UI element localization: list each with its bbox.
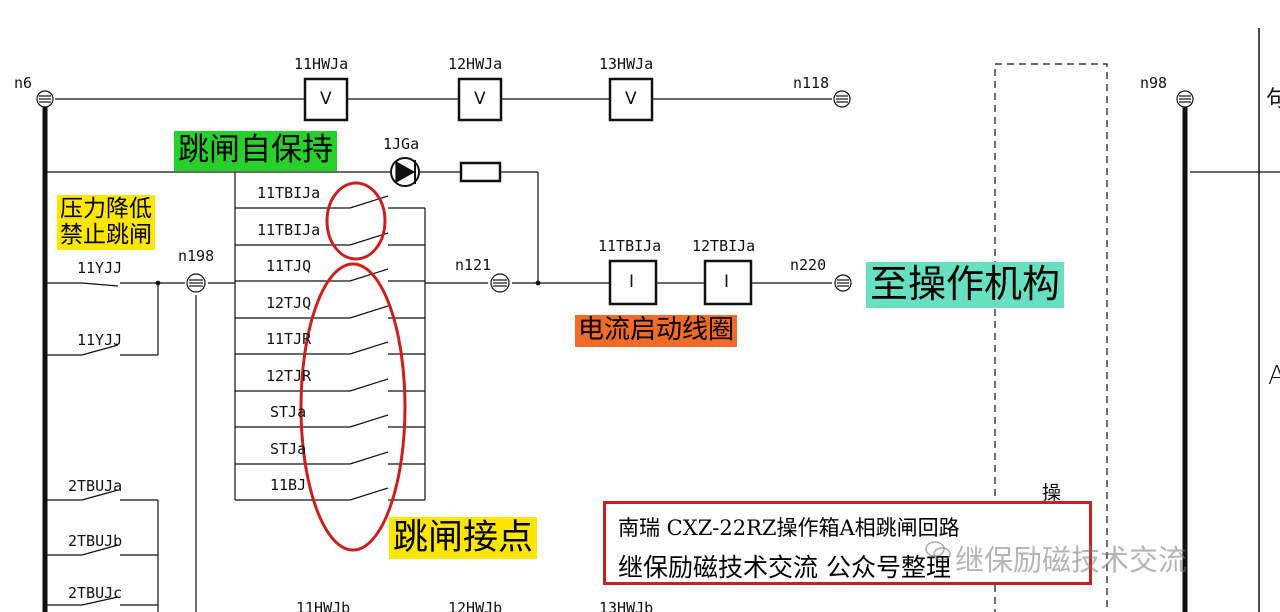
ladder-contact-label: 12TJR	[266, 367, 312, 385]
ladder-contact	[349, 487, 389, 501]
coil-symbol-v: V	[625, 89, 637, 109]
contact-label-11yjj-2: 11YJJ	[77, 331, 123, 349]
ladder-contact	[349, 451, 389, 465]
node-n220: n220	[790, 256, 827, 274]
relay-label-13hwjb: 13HWJb	[599, 599, 654, 612]
node-n98: n98	[1140, 74, 1168, 92]
ladder-contact	[349, 414, 389, 428]
coil-symbol-v: V	[320, 89, 332, 109]
caption-box: 南瑞 CXZ-22RZ操作箱A相跳闸回路 继保励磁技术交流 公众号整理	[603, 501, 1092, 585]
relay-coil-13hwja	[608, 77, 654, 122]
to-mechanism-annotation: 至操作机构	[866, 262, 1065, 308]
trip-coil-label-2: 12TBIJa	[692, 237, 756, 255]
pressure-low-line2: 禁止跳闸	[60, 222, 152, 249]
contact-label-2tbujc: 2TBUJc	[68, 584, 123, 602]
ladder-contact	[349, 305, 389, 319]
relay-label-12hwjb: 12HWJb	[448, 599, 503, 612]
trip-contacts-highlight	[299, 262, 407, 552]
ladder-contact-label: 12TJQ	[266, 294, 312, 312]
ladder-contact	[349, 341, 389, 355]
caption-credit: 继保励磁技术交流 公众号整理	[618, 553, 951, 582]
trip-contacts-annotation: 跳闸接点	[389, 517, 538, 560]
trip-contacts-text: 跳闸接点	[393, 518, 534, 558]
right-glyph-cao: 操	[1042, 482, 1062, 504]
pressure-low-line1: 压力降低	[60, 196, 152, 222]
current-coil-annotation: 电流启动线圈	[575, 315, 738, 347]
ladder-contact	[349, 268, 389, 282]
ladder-contact-label: 11TBIJa	[257, 184, 321, 202]
self-hold-text: 跳闸自保持	[178, 132, 333, 168]
watermark-text: 继保励磁技术交流	[955, 543, 1188, 577]
right-glyph-top: 句	[1266, 87, 1280, 112]
ladder-contact-label: 11TJR	[266, 330, 312, 348]
lamp-1jga	[390, 157, 420, 187]
ladder-contact-label: 11TJQ	[266, 257, 312, 275]
pressure-low-annotation: 压力降低 禁止跳闸	[57, 195, 155, 250]
contact-label-11yjj-1: 11YJJ	[77, 259, 123, 277]
node-n121: n121	[455, 256, 492, 274]
node-n118: n118	[793, 74, 830, 92]
contact-label-2tbuja: 2TBUJa	[68, 477, 123, 495]
trip-coil-11tbija	[608, 259, 658, 306]
resistor	[459, 161, 502, 183]
ladder-contact	[349, 195, 389, 209]
coil-symbol-i: I	[724, 272, 730, 292]
ladder-contact-label: 11TBIJa	[257, 221, 321, 239]
relay-coil-12hwja	[457, 77, 503, 122]
trip-coil-12tbija	[703, 259, 753, 306]
ladder-contact-label: 11BJ	[270, 476, 307, 494]
ladder-contact-label: STJa	[270, 403, 307, 421]
node-n6: n6	[14, 74, 33, 92]
ladder-contact-label: STJa	[270, 440, 307, 458]
relay-coil-11hwja	[303, 77, 349, 122]
coil-symbol-v: V	[474, 89, 486, 109]
current-coil-text: 电流启动线圈	[578, 315, 735, 345]
node-n198: n198	[178, 247, 215, 265]
caption-title: 南瑞 CXZ-22RZ操作箱A相跳闸回路	[618, 516, 960, 540]
relay-label-12hwja: 12HWJa	[448, 55, 503, 73]
relay-label-11hwjb: 11HWJb	[296, 599, 351, 612]
ladder-contact	[349, 378, 389, 392]
wechat-icon	[925, 541, 951, 561]
relay-label-13hwja: 13HWJa	[599, 55, 654, 73]
to-mechanism-text: 至操作机构	[870, 262, 1061, 306]
lamp-label: 1JGa	[383, 135, 420, 153]
self-hold-annotation: 跳闸自保持	[174, 131, 337, 171]
coil-symbol-i: I	[629, 272, 635, 292]
self-hold-highlight	[325, 181, 387, 261]
relay-label-11hwja: 11HWJa	[294, 55, 349, 73]
right-glyph-mid: A	[1268, 361, 1280, 391]
contact-label-2tbujb: 2TBUJb	[68, 532, 123, 550]
trip-coil-label-1: 11TBIJa	[598, 237, 662, 255]
